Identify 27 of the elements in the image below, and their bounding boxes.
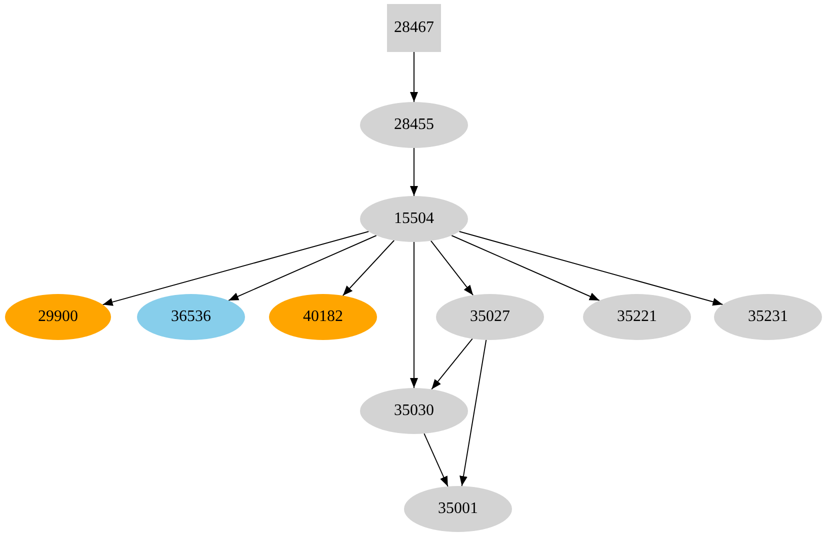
node-label: 35001 [438, 500, 478, 518]
arrow [410, 242, 418, 388]
arrow [102, 230, 370, 306]
node-label: 15504 [394, 210, 434, 228]
process-box [387, 4, 441, 52]
node-label: 36536 [171, 308, 211, 326]
node-ellipse [360, 388, 468, 434]
arrow [460, 339, 487, 487]
arrow [424, 433, 448, 487]
arrow [228, 235, 377, 301]
node-label: 40182 [303, 308, 343, 326]
arrow [451, 235, 600, 301]
node-ellipse [714, 294, 822, 340]
node-label: 28455 [394, 116, 434, 134]
arrow [430, 240, 474, 296]
node-label: 35027 [470, 308, 510, 326]
node-label: 35231 [748, 308, 788, 326]
node-label: 28467 [394, 19, 434, 37]
arrow [410, 52, 418, 102]
arrow [342, 240, 395, 296]
arrow [458, 231, 724, 306]
arrow [431, 338, 473, 390]
arrow [410, 148, 418, 196]
node-ellipse [5, 294, 111, 340]
node-label: 35030 [394, 402, 434, 420]
node-label: 35221 [617, 308, 657, 326]
node-label: 29900 [38, 308, 78, 326]
